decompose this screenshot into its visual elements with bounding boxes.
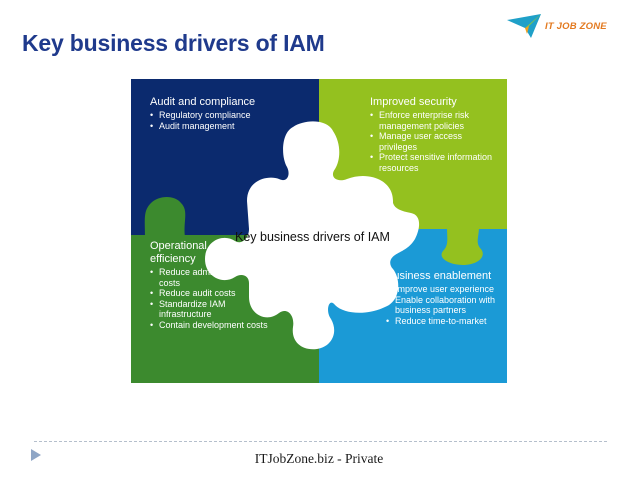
list-item: Enforce enterprise risk management polic…: [370, 110, 502, 131]
list-item: Regulatory compliance: [150, 110, 300, 121]
slide-title: Key business drivers of IAM: [22, 30, 325, 56]
list-item: Reduce administrative costs: [150, 267, 254, 288]
quadrant-efficiency-heading: Operational efficiency: [150, 240, 207, 265]
logo-icon: [507, 14, 541, 38]
list-item: Improve user experience: [386, 284, 504, 295]
list-item: Contain development costs: [150, 320, 272, 331]
security-knob: [441, 227, 483, 265]
quadrant-security-heading: Improved security: [370, 96, 457, 108]
footer-text: ITJobZone.biz - Private: [254, 451, 384, 466]
quadrant-audit: Audit and compliance Regulatory complian…: [150, 96, 300, 131]
quadrant-efficiency: Operational efficiency Reduce administra…: [150, 240, 272, 331]
logo-text: IT JOB ZONE: [545, 21, 607, 32]
quadrant-audit-heading: Audit and compliance: [150, 96, 256, 108]
quadrant-enablement: Business enablement Improve user experie…: [386, 270, 504, 326]
list-item: Reduce audit costs: [150, 288, 272, 299]
list-item: Manage user access privileges: [370, 131, 502, 152]
list-item: Enable collaboration with business partn…: [386, 295, 504, 316]
efficiency-knob: [144, 197, 186, 237]
list-item: Audit management: [150, 121, 300, 132]
list-item: Standardize IAM infrastructure: [150, 299, 254, 320]
quadrant-security: Improved security Enforce enterprise ris…: [370, 96, 502, 174]
list-item: Protect sensitive information resources: [370, 152, 502, 173]
list-item: Reduce time-to-market: [386, 316, 504, 327]
center-label: Key business drivers of IAM: [235, 230, 390, 244]
quadrant-enablement-heading: Business enablement: [386, 270, 492, 282]
triangle-arrow-icon: [31, 449, 41, 461]
footer-divider: [34, 441, 607, 442]
